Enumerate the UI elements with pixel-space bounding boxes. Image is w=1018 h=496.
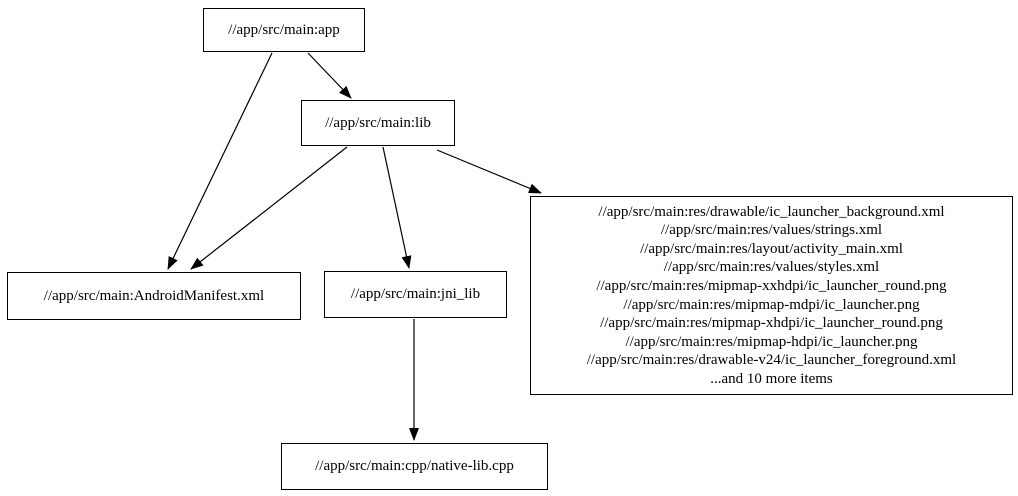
res-item: //app/src/main:res/layout/activity_main.… bbox=[640, 240, 903, 257]
res-item: //app/src/main:res/drawable/ic_launcher_… bbox=[598, 203, 945, 220]
node-app: //app/src/main:app bbox=[203, 8, 365, 52]
res-item: //app/src/main:res/mipmap-xxhdpi/ic_laun… bbox=[596, 277, 947, 294]
edge-lib-manifest bbox=[190, 146, 348, 270]
res-item: //app/src/main:res/mipmap-mdpi/ic_launch… bbox=[623, 296, 920, 313]
res-item-more: ...and 10 more items bbox=[710, 370, 833, 387]
node-app-label: //app/src/main:app bbox=[228, 21, 340, 38]
node-native-lib-cpp-label: //app/src/main:cpp/native-lib.cpp bbox=[315, 458, 514, 474]
edge-app-lib bbox=[307, 52, 352, 99]
node-android-manifest-label: //app/src/main:AndroidManifest.xml bbox=[43, 287, 265, 304]
node-lib: //app/src/main:lib bbox=[301, 100, 455, 146]
node-android-manifest: //app/src/main:AndroidManifest.xml bbox=[7, 272, 301, 320]
res-item: //app/src/main:res/mipmap-xhdpi/ic_launc… bbox=[600, 315, 943, 332]
edge-app-manifest bbox=[167, 52, 273, 270]
node-res-file-group: //app/src/main:res/drawable/ic_launcher_… bbox=[530, 196, 1013, 395]
edge-lib-jnilib bbox=[382, 146, 412, 269]
res-item: //app/src/main:res/drawable-v24/ic_launc… bbox=[586, 352, 957, 369]
edge-lib-res bbox=[436, 149, 542, 194]
node-jni-lib: //app/src/main:jni_lib bbox=[324, 271, 507, 318]
res-item: //app/src/main:res/mipmap-hdpi/ic_launch… bbox=[625, 333, 918, 350]
node-jni-lib-label: //app/src/main:jni_lib bbox=[350, 286, 481, 302]
res-item: //app/src/main:res/values/strings.xml bbox=[660, 222, 883, 239]
node-native-lib-cpp: //app/src/main:cpp/native-lib.cpp bbox=[281, 443, 548, 490]
res-item: //app/src/main:res/values/styles.xml bbox=[663, 259, 880, 276]
node-lib-label: //app/src/main:lib bbox=[325, 114, 431, 131]
